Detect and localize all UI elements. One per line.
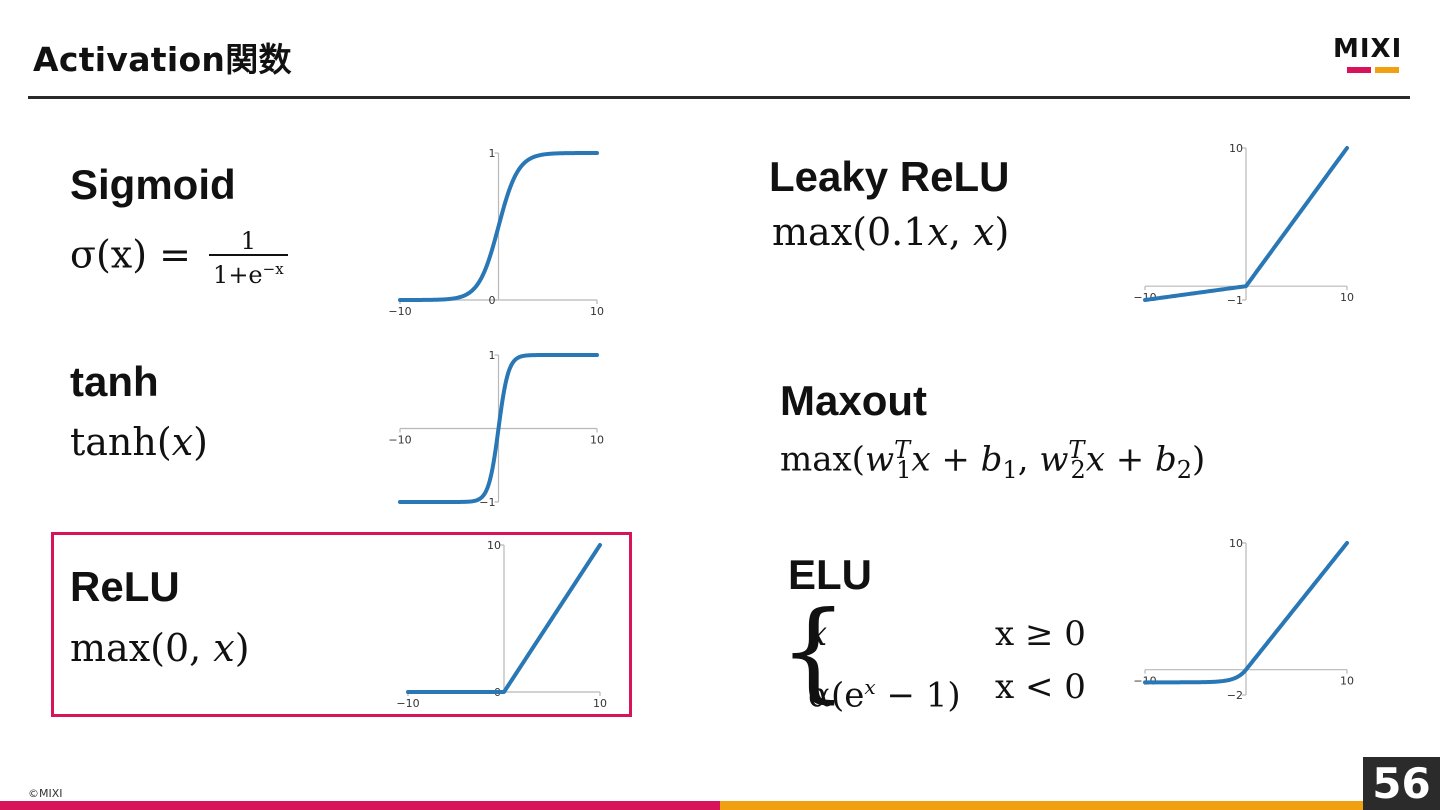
x-tick-label-min: −10 xyxy=(388,305,411,318)
tanh-plot: −10 10 −1 1 xyxy=(388,349,604,509)
relu-name: ReLU xyxy=(70,563,180,610)
x-tick-label-min: −10 xyxy=(388,434,411,447)
maxout-mid1: x + b xyxy=(911,439,1003,480)
maxout-mid2: x + b xyxy=(1085,439,1177,480)
elu-case2-sup: x xyxy=(864,675,876,699)
maxout-end: ) xyxy=(1192,439,1206,480)
elu-case1-cond: x ≥ 0 xyxy=(995,614,1086,654)
footer-bar-orange xyxy=(720,801,1440,810)
sigmoid-exponent: −x xyxy=(262,260,284,278)
relu-formula-fn: max(0, xyxy=(70,626,214,670)
elu-case1-var: x xyxy=(808,614,828,654)
relu-curve xyxy=(406,543,602,694)
sigmoid-lhs: σ(x) = xyxy=(70,232,191,277)
x-tick-label-min: −10 xyxy=(396,697,419,710)
elu-case2-base: α(e xyxy=(808,675,865,716)
leaky-formula-end: ) xyxy=(994,210,1010,254)
tanh-formula-fn: tanh( xyxy=(70,420,172,464)
y-tick-label-min: 0 xyxy=(489,294,496,307)
relu-highlight-box xyxy=(51,532,632,717)
elu-case2-expr: α(ex − 1) xyxy=(808,667,961,715)
elu-name: ELU xyxy=(788,551,872,598)
page-title: Activation関数 xyxy=(33,40,292,79)
leaky-relu-formula: max(0.1x, x) xyxy=(772,210,1009,254)
y-tick-label-max: 1 xyxy=(489,147,496,160)
x-tick-label-max: 10 xyxy=(1340,291,1354,304)
brand-logo: MIXI xyxy=(1333,36,1411,74)
maxout-w2: w xyxy=(1039,439,1069,480)
brand-bar-orange xyxy=(1375,67,1399,73)
y-tick-label-min: −1 xyxy=(479,496,495,509)
leaky-formula-var1: x xyxy=(927,210,949,254)
leaky_relu-curve xyxy=(1143,146,1349,302)
maxout-prefix: max( xyxy=(780,439,865,480)
footer-copyright: ©MIXI xyxy=(28,787,63,800)
elu-case1-expr: x xyxy=(808,614,827,654)
maxout-sub2: 2 xyxy=(1070,456,1086,485)
sigmoid-denominator: 1+e−x xyxy=(209,256,288,288)
relu-formula-end: ) xyxy=(234,626,250,670)
elu-case2-tail: − 1) xyxy=(875,675,961,716)
y-tick-label-min: −2 xyxy=(1227,689,1243,702)
y-tick-label-max: 10 xyxy=(1229,142,1243,155)
sigmoid-curve xyxy=(398,151,599,302)
leaky-formula-var2: x xyxy=(973,210,995,254)
brand-bar-pink xyxy=(1347,67,1371,73)
relu-formula-var: x xyxy=(213,626,235,670)
brand-wordmark: MIXI xyxy=(1333,34,1403,64)
sigmoid-numerator: 1 xyxy=(209,228,288,256)
y-tick-label-max: 10 xyxy=(1229,537,1243,550)
tanh-curve xyxy=(398,353,599,504)
tanh-formula-end: ) xyxy=(193,420,208,464)
x-tick-label-max: 10 xyxy=(590,305,604,318)
leaky-formula-mid: , xyxy=(948,210,973,254)
footer-bar-pink xyxy=(0,801,720,810)
elu-brace: { xyxy=(779,589,848,714)
sigmoid-plot: −10 10 0 1 xyxy=(388,147,604,318)
tanh-formula: tanh(x) xyxy=(70,420,208,464)
maxout-sub1: 1 xyxy=(896,456,912,485)
page-number: 56 xyxy=(1363,757,1440,810)
relu-formula: max(0, x) xyxy=(70,626,250,670)
tanh-formula-var: x xyxy=(171,420,194,464)
sigmoid-name: Sigmoid xyxy=(70,161,236,208)
y-tick-label-min: −1 xyxy=(1227,294,1243,307)
maxout-sub-b1: 1 xyxy=(1002,456,1018,485)
maxout-w1: w xyxy=(864,439,895,480)
maxout-comma: , xyxy=(1017,439,1040,480)
leaky-relu-name: Leaky ReLU xyxy=(769,153,1010,200)
sigmoid-formula: σ(x) = 1 1+e−x xyxy=(70,228,288,288)
x-tick-label-max: 10 xyxy=(1340,675,1354,688)
sigmoid-denominator-base: 1+e xyxy=(213,261,263,289)
maxout-sup1: T xyxy=(894,436,911,464)
maxout-sup2: T xyxy=(1068,436,1085,464)
tanh-name: tanh xyxy=(70,358,159,405)
sigmoid-fraction: 1 1+e−x xyxy=(209,228,288,288)
x-tick-label-max: 10 xyxy=(590,434,604,447)
leaky-formula-fn: max(0.1 xyxy=(772,210,928,254)
maxout-formula: max(wT1x + b1, wT2x + b2) xyxy=(780,428,1205,492)
maxout-name: Maxout xyxy=(780,377,927,424)
x-tick-label-max: 10 xyxy=(593,697,607,710)
y-tick-label-max: 10 xyxy=(487,539,501,552)
elu-curve xyxy=(1143,541,1349,685)
elu-case2-cond: x < 0 xyxy=(995,667,1086,707)
maxout-sub-b2: 2 xyxy=(1176,456,1193,485)
y-tick-label-max: 1 xyxy=(489,349,496,362)
title-divider xyxy=(28,96,1410,99)
